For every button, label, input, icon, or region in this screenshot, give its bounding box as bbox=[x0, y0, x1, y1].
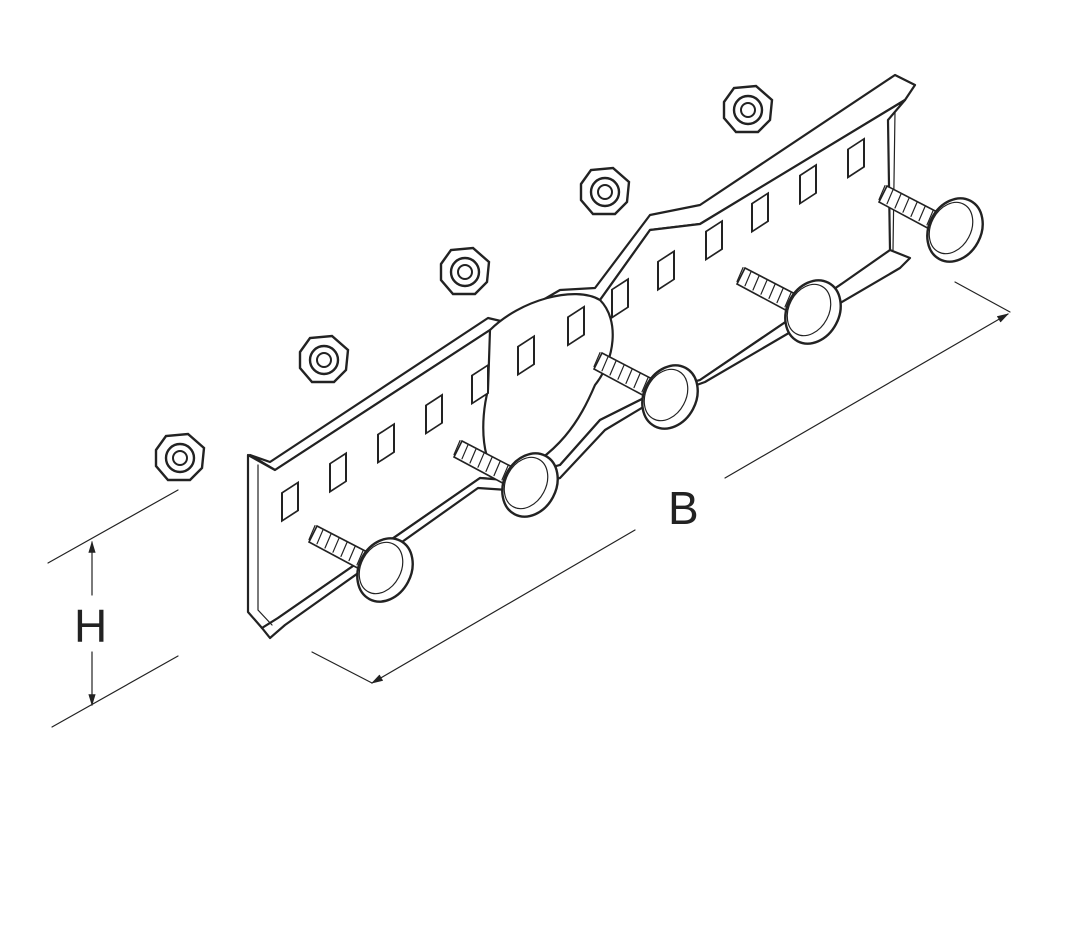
dimension-h: H bbox=[47, 489, 179, 728]
flange-nut bbox=[154, 432, 206, 482]
flange-nut bbox=[439, 246, 491, 296]
dimension-label-h: H bbox=[74, 600, 107, 652]
bolt-group bbox=[307, 184, 984, 603]
slot bbox=[657, 249, 675, 292]
slot bbox=[751, 191, 769, 234]
dimension-label-b: B bbox=[668, 482, 699, 534]
slot bbox=[471, 363, 489, 406]
h-extension-top bbox=[47, 489, 179, 564]
b-extension-left bbox=[311, 651, 373, 684]
carriage-bolt bbox=[307, 524, 414, 603]
carriage-bolt bbox=[592, 351, 699, 430]
slot-row bbox=[281, 137, 865, 523]
flange-nut bbox=[722, 84, 774, 134]
slot bbox=[567, 305, 585, 347]
b-extension-right bbox=[954, 281, 1011, 313]
slot bbox=[847, 137, 865, 179]
slot bbox=[425, 393, 443, 436]
flange-nut bbox=[579, 166, 631, 216]
carriage-bolt bbox=[735, 266, 842, 345]
dimension-b: B bbox=[311, 281, 1011, 684]
slot bbox=[329, 451, 347, 494]
slot bbox=[377, 422, 395, 465]
slot bbox=[611, 277, 629, 320]
carriage-bolt bbox=[452, 439, 559, 518]
slot bbox=[705, 219, 723, 262]
h-extension-bottom bbox=[51, 655, 179, 728]
b-dim-line-right bbox=[724, 313, 1010, 479]
slot bbox=[517, 334, 535, 377]
carriage-bolt bbox=[877, 184, 984, 263]
connector-plate bbox=[246, 73, 917, 640]
slot bbox=[281, 480, 299, 523]
b-dim-line-left bbox=[370, 529, 636, 684]
flange-nut bbox=[298, 334, 350, 384]
slot bbox=[799, 163, 817, 206]
